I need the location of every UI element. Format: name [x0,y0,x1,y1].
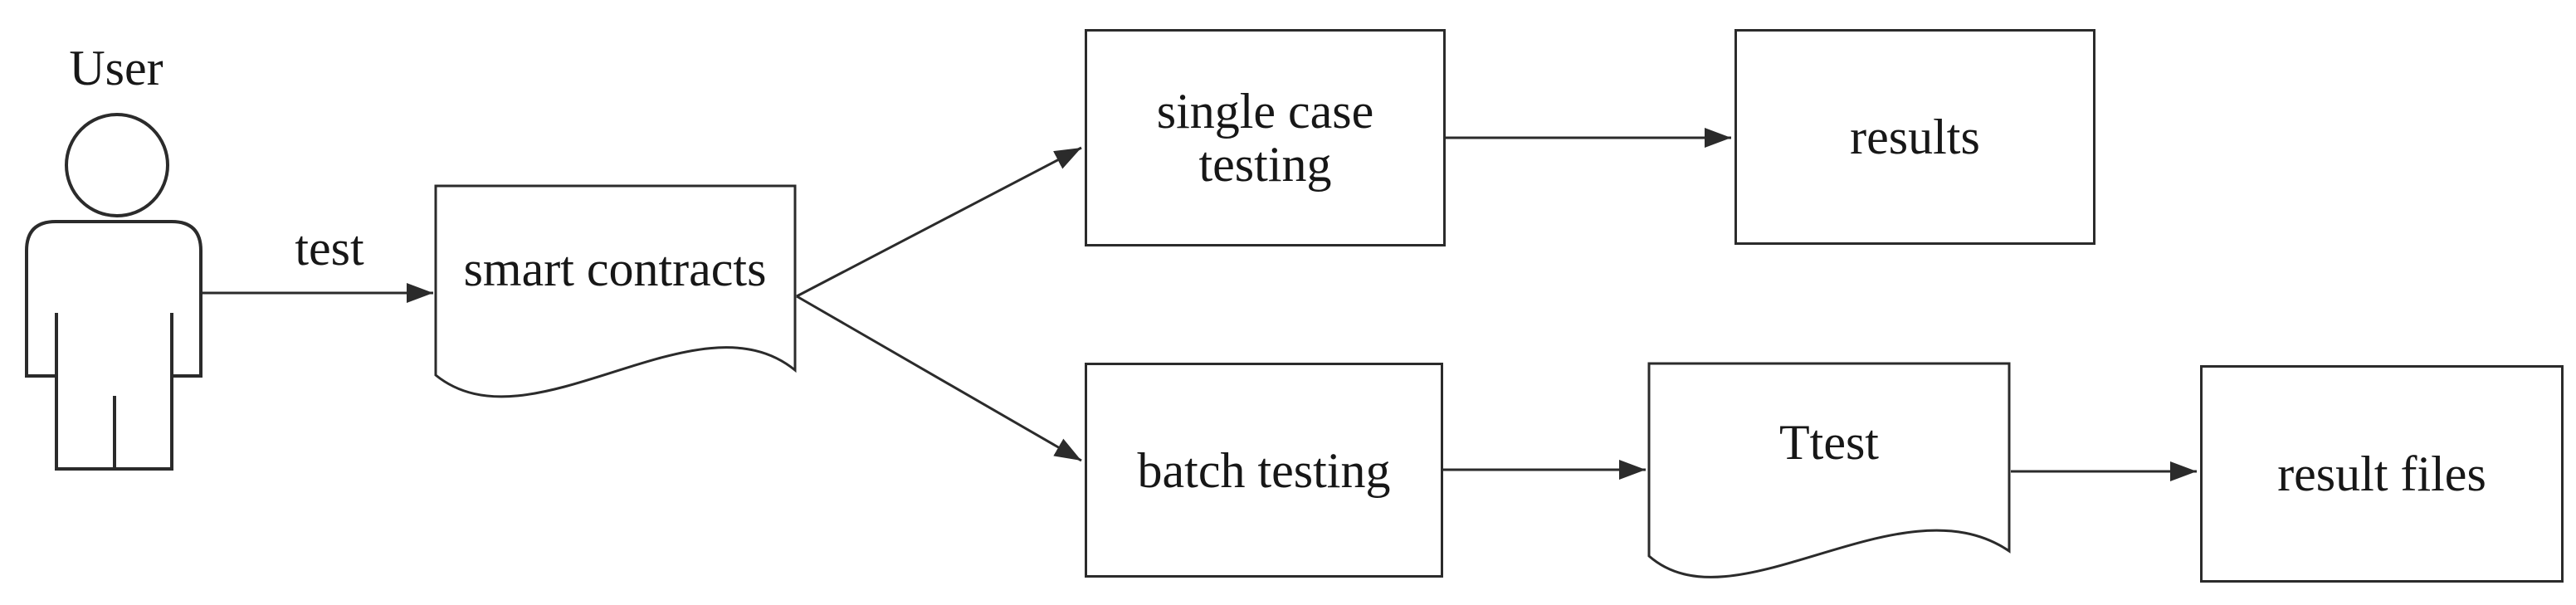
actor-body [25,220,202,471]
node-result-files: result files [2200,365,2564,583]
node-results: results [1734,29,2095,245]
node-single-case-testing: single case testing [1085,29,1446,246]
ttest-document-shape [1647,362,2011,578]
arrow-smart-contracts-to-single-case-testing [796,146,1082,298]
smart-contracts-document-shape [434,184,797,398]
actor-label: User [69,41,163,95]
node-label-smart-contracts: smart contracts [463,242,767,296]
node-label-result-files: result files [2277,446,2486,501]
node-batch-testing: batch testing [1085,363,1443,578]
actor-arm-lines [55,313,173,376]
node-label-single-case-testing: single case testing [1156,84,1374,192]
user-actor-icon [25,113,202,471]
arrow-smart-contracts-to-batch-testing [796,295,1082,462]
actor-head [65,113,169,217]
node-label-ttest: Ttest [1779,415,1879,470]
node-label-batch-testing: batch testing [1137,442,1391,498]
edge-label-test: test [295,221,364,276]
node-label-results: results [1850,110,1980,164]
